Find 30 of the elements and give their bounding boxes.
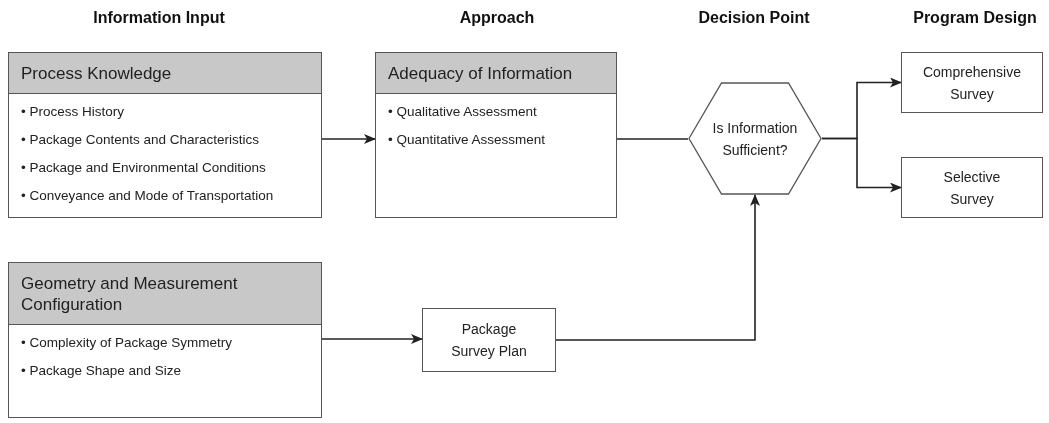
decision-hexagon xyxy=(688,82,822,195)
info-card xyxy=(8,52,322,218)
bullet-item: • Package and Environmental Conditions xyxy=(21,159,267,177)
card-header: Geometry and Measurement Configuration xyxy=(9,263,321,325)
box-text: Selective Survey xyxy=(942,167,1002,209)
card-header: Adequacy of Information xyxy=(376,53,616,94)
connector-arrow xyxy=(555,194,760,341)
column-heading: Decision Point xyxy=(697,8,811,28)
bullet-item: • Package Shape and Size xyxy=(21,362,183,380)
box-text: Comprehensive Survey xyxy=(922,62,1022,104)
outcome-box xyxy=(901,157,1043,218)
decision-text: Is Information Sufficient? xyxy=(711,118,799,160)
column-heading: Program Design xyxy=(912,8,1038,28)
bullet-item: • Quantitative Assessment xyxy=(388,131,547,149)
info-card xyxy=(375,52,617,218)
outcome-box xyxy=(901,52,1043,113)
card-header: Process Knowledge xyxy=(9,53,321,94)
outcome-box xyxy=(422,308,556,372)
column-heading: Approach xyxy=(458,8,536,28)
connector-arrow xyxy=(321,334,423,344)
box-text: Package Survey Plan xyxy=(450,320,528,361)
bullet-item: • Complexity of Package Symmetry xyxy=(21,334,234,352)
column-heading: Information Input xyxy=(92,8,226,28)
connector-arrow xyxy=(821,137,902,193)
connector-arrow xyxy=(321,134,376,144)
bullet-item: • Conveyance and Mode of Transportation xyxy=(21,187,275,205)
bullet-item: • Package Contents and Characteristics xyxy=(21,131,261,149)
bullet-item: • Qualitative Assessment xyxy=(388,103,538,121)
bullet-item: • Process History xyxy=(21,103,125,121)
info-card xyxy=(8,262,322,418)
